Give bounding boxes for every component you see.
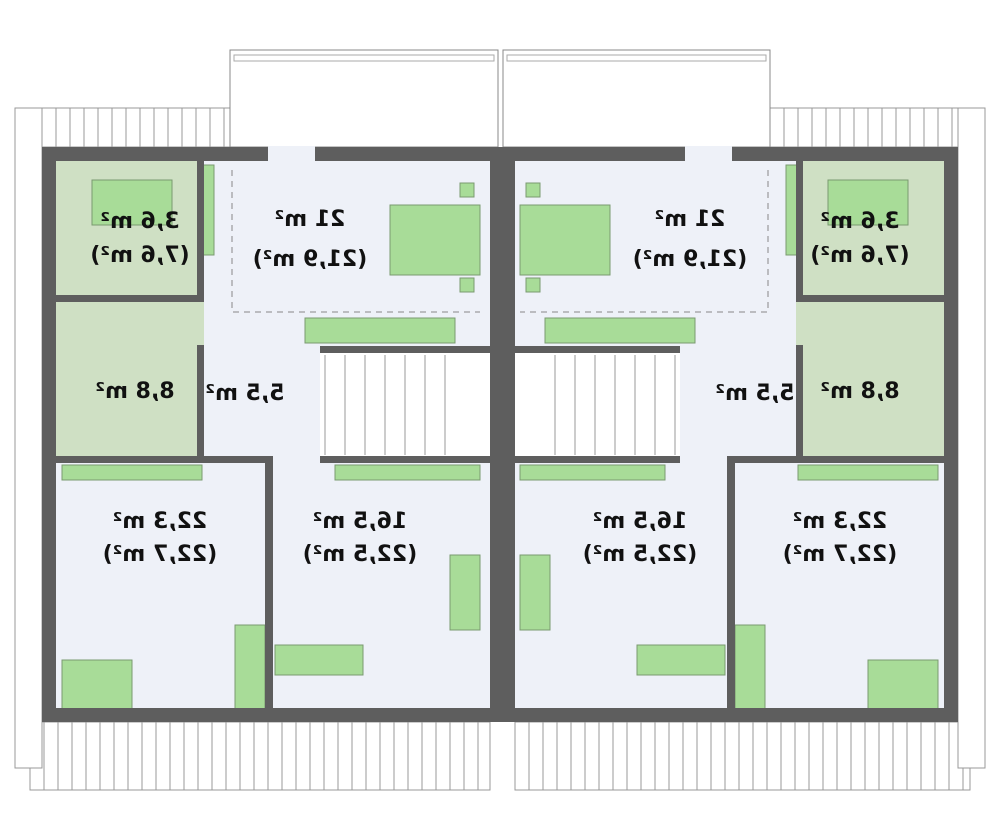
room-bathroom [56,300,204,460]
room-area-label: 22,3 m² [113,509,208,534]
room-total-area-label: (7,6 m²) [810,243,909,268]
interior-wall [510,346,680,353]
room-total-area-label: (21,9 m²) [633,247,748,272]
desk [449,554,481,631]
room-total-area-label: (22,5 m²) [583,542,698,567]
desk [519,554,551,631]
door-opening [685,146,732,162]
balcony [502,49,771,148]
wardrobe [234,624,266,711]
balconies [229,49,771,148]
room-bathroom [796,300,944,460]
room-area-label: 3,6 m² [820,209,899,234]
room-total-area-label: (21,9 m²) [253,247,368,272]
interior-wall [56,456,270,463]
balcony-railing [233,54,495,62]
walls [42,146,958,722]
room-labels: 3,6 m² (7,6 m²) 21 m² (21,9 m²) 8,8 m² 5,5 m²… [90,207,909,567]
room-area-label: 16,5 m² [313,509,408,534]
interior-wall [265,456,273,716]
room-area-label: 21 m² [275,207,346,232]
room-area-label: 5,5 m² [205,381,284,406]
balcony [229,49,499,148]
bathtub [91,179,173,226]
interior-wall [796,345,803,460]
door-opening [268,146,315,162]
interior-wall [510,456,680,463]
room-area-label: 16,5 m² [593,509,688,534]
nightstand [459,182,475,198]
eave-left [14,107,43,769]
interior-wall [56,295,204,302]
bed [636,644,726,676]
room-total-area-label: (7,6 m²) [90,243,189,268]
room-total-area-label: (22,7 m²) [783,542,898,567]
room-hall [204,350,320,462]
desk [867,659,939,711]
nightstand [525,182,541,198]
interior-wall [320,456,490,463]
wardrobe [544,317,696,344]
nightstand [459,277,475,293]
wardrobe [334,464,481,481]
room-hall [680,350,796,462]
wardrobe [519,464,666,481]
ceiling-slope-line [520,170,769,313]
interior-wall [796,160,803,300]
room-area-label: 8,8 m² [820,379,899,404]
room-area-label: 5,5 m² [715,381,794,406]
interior-wall [197,160,204,300]
room-area-label: 21 m² [655,207,726,232]
interior-wall [796,295,944,302]
ceiling-slope-line [231,170,480,313]
room-area-label: 22,3 m² [793,509,888,534]
nightstand [525,277,541,293]
wardrobe [61,464,203,481]
bed [274,644,364,676]
interior-wall [197,345,204,460]
eave-strip [29,721,491,791]
furniture [61,164,939,711]
desk [61,659,133,711]
room-total-area-label: (22,7 m²) [103,542,218,567]
bathtub [827,179,909,226]
eave-strip [41,107,231,148]
bed [389,204,481,276]
room-area-label: 3,6 m² [100,209,179,234]
balcony-railing [506,54,767,62]
wardrobe [734,624,766,711]
party-wall [490,147,515,722]
roof-eaves [14,107,986,791]
eave-right [957,107,986,769]
interior-wall [727,456,735,716]
wardrobe [304,317,456,344]
room-total-area-label: (22,5 m²) [303,542,418,567]
interior-wall [730,456,944,463]
wardrobe [797,464,939,481]
interior-wall [320,346,490,353]
room-area-label: 8,8 m² [95,379,174,404]
bed [519,204,611,276]
eave-strip [514,721,971,791]
